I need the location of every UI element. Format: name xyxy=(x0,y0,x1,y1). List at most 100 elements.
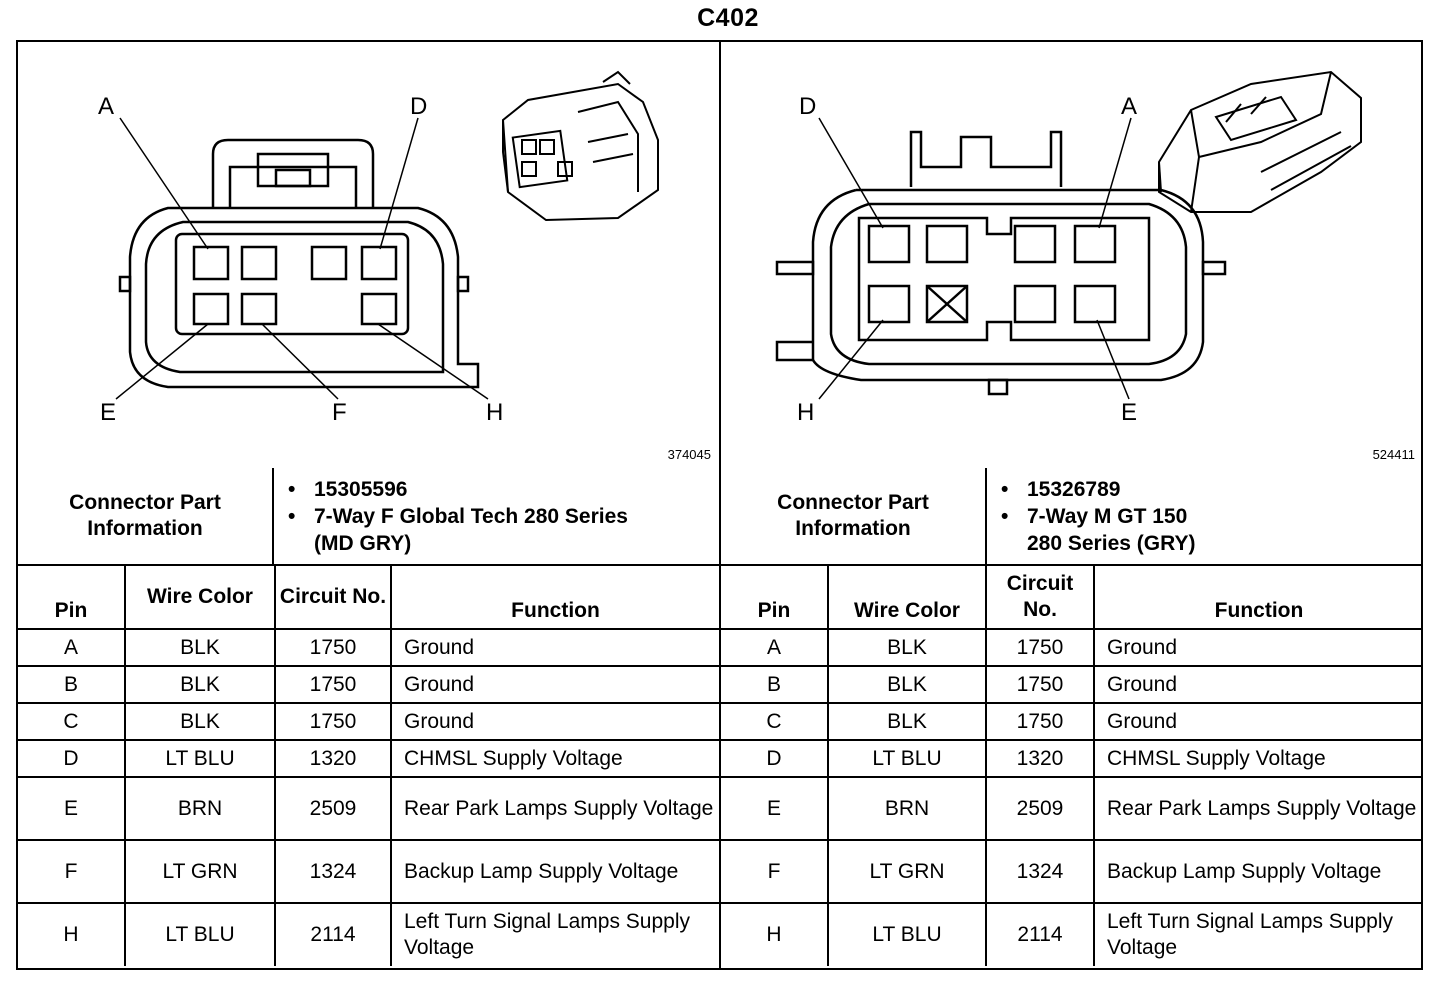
right-pinout-table-block: Connector Part Information •15326789 •7-… xyxy=(721,468,1423,970)
pin-cell: A xyxy=(721,628,829,667)
left-connector-figure: A D E F H 374045 xyxy=(18,42,721,468)
part-description: 7-Way M GT 150 xyxy=(1027,504,1188,528)
wire-color-cell: BLK xyxy=(124,665,276,704)
table-row: C BLK 1750 Ground xyxy=(18,702,719,741)
pin-cell: C xyxy=(721,702,829,741)
function-cell: Left Turn Signal Lamps Supply Voltage xyxy=(1093,902,1423,966)
header-function: Function xyxy=(390,565,719,630)
wire-color-cell: BLK xyxy=(827,628,987,667)
callout-a: A xyxy=(1121,93,1137,120)
wire-color-cell: BLK xyxy=(124,702,276,741)
part-number: 15326789 xyxy=(1027,477,1121,501)
table-row: H LT BLU 2114 Left Turn Signal Lamps Sup… xyxy=(18,902,719,966)
part-info-label: Connector Part Information xyxy=(18,468,274,564)
function-cell: Ground xyxy=(390,628,719,667)
table-row: B BLK 1750 Ground xyxy=(721,665,1423,704)
table-row: H LT BLU 2114 Left Turn Signal Lamps Sup… xyxy=(721,902,1423,966)
part-info-details: •15305596 •7-Way F Global Tech 280 Serie… xyxy=(272,468,719,564)
pin-cell: D xyxy=(18,739,126,778)
callout-e: E xyxy=(1121,399,1137,426)
table-row: B BLK 1750 Ground xyxy=(18,665,719,704)
function-cell: Backup Lamp Supply Voltage xyxy=(1093,839,1423,904)
callout-a: A xyxy=(98,93,114,120)
wire-color-cell: BRN xyxy=(827,776,987,841)
pin-cell: A xyxy=(18,628,126,667)
table-row: D LT BLU 1320 CHMSL Supply Voltage xyxy=(721,739,1423,778)
table-row: F LT GRN 1324 Backup Lamp Supply Voltage xyxy=(18,839,719,904)
wire-color-cell: LT BLU xyxy=(124,902,276,966)
female-connector-iso-sketch xyxy=(501,70,659,222)
table-row: A BLK 1750 Ground xyxy=(18,628,719,667)
circuit-cell: 2114 xyxy=(274,902,392,966)
pin-cell: B xyxy=(721,665,829,704)
circuit-cell: 1750 xyxy=(985,702,1095,741)
table-row: E BRN 2509 Rear Park Lamps Supply Voltag… xyxy=(721,776,1423,841)
wire-color-cell: LT BLU xyxy=(827,902,987,966)
circuit-cell: 2114 xyxy=(985,902,1095,966)
function-cell: CHMSL Supply Voltage xyxy=(1093,739,1423,778)
wire-color-cell: LT GRN xyxy=(827,839,987,904)
table-row: E BRN 2509 Rear Park Lamps Supply Voltag… xyxy=(18,776,719,841)
male-connector-iso-sketch xyxy=(1158,70,1362,213)
function-cell: Rear Park Lamps Supply Voltage xyxy=(390,776,719,841)
function-cell: Left Turn Signal Lamps Supply Voltage xyxy=(390,902,719,966)
female-connector-face-drawing: A D E F H xyxy=(98,70,659,426)
pin-cell: H xyxy=(18,902,126,966)
circuit-cell: 1750 xyxy=(274,665,392,704)
left-pinout-table-block: Connector Part Information •15305596 •7-… xyxy=(18,468,721,970)
header-circuit-no: Circuit No. xyxy=(985,565,1095,630)
male-connector-face-drawing: D A H E xyxy=(775,70,1362,426)
part-description-cont: (MD GRY) xyxy=(314,531,412,555)
function-cell: Ground xyxy=(1093,628,1423,667)
header-pin: Pin xyxy=(18,565,126,630)
circuit-cell: 1324 xyxy=(274,839,392,904)
function-cell: CHMSL Supply Voltage xyxy=(390,739,719,778)
pin-cell: E xyxy=(18,776,126,841)
circuit-cell: 1320 xyxy=(985,739,1095,778)
circuit-cell: 1320 xyxy=(274,739,392,778)
wire-color-cell: BLK xyxy=(827,702,987,741)
header-wire-color: Wire Color xyxy=(827,565,987,630)
function-cell: Ground xyxy=(390,702,719,741)
pin-cell: F xyxy=(721,839,829,904)
callout-d: D xyxy=(799,93,816,120)
circuit-cell: 1750 xyxy=(274,702,392,741)
function-cell: Rear Park Lamps Supply Voltage xyxy=(1093,776,1423,841)
wire-color-cell: BLK xyxy=(827,665,987,704)
circuit-cell: 2509 xyxy=(985,776,1095,841)
part-description: 7-Way F Global Tech 280 Series xyxy=(314,504,628,528)
right-pinout-table: Pin Wire Color Circuit No. Function A BL… xyxy=(721,564,1423,966)
part-info-details: •15326789 •7-Way M GT 150 280 Series (GR… xyxy=(985,468,1423,564)
function-cell: Ground xyxy=(1093,665,1423,704)
right-part-info-table: Connector Part Information •15326789 •7-… xyxy=(721,468,1423,564)
left-part-info-table: Connector Part Information •15305596 •7-… xyxy=(18,468,719,564)
wire-color-cell: BRN xyxy=(124,776,276,841)
figure-id: 524411 xyxy=(1372,447,1415,462)
callout-d: D xyxy=(410,93,427,120)
wire-color-cell: LT BLU xyxy=(124,739,276,778)
pin-cell: F xyxy=(18,839,126,904)
table-row: A BLK 1750 Ground xyxy=(721,628,1423,667)
pin-cell: B xyxy=(18,665,126,704)
part-number: 15305596 xyxy=(314,477,408,501)
function-cell: Backup Lamp Supply Voltage xyxy=(390,839,719,904)
wire-color-cell: LT BLU xyxy=(827,739,987,778)
callout-e: E xyxy=(100,399,116,426)
header-pin: Pin xyxy=(721,565,829,630)
table-row: C BLK 1750 Ground xyxy=(721,702,1423,741)
pin-cell: H xyxy=(721,902,829,966)
pin-cell: D xyxy=(721,739,829,778)
circuit-cell: 1324 xyxy=(985,839,1095,904)
part-description-cont: 280 Series (GRY) xyxy=(1027,531,1196,555)
pin-cell: E xyxy=(721,776,829,841)
connector-sheet: A D E F H 374045 xyxy=(16,40,1423,970)
callout-h: H xyxy=(797,399,814,426)
page-title: C402 xyxy=(697,4,759,32)
header-circuit-no: Circuit No. xyxy=(274,565,392,630)
circuit-cell: 1750 xyxy=(985,665,1095,704)
table-row: F LT GRN 1324 Backup Lamp Supply Voltage xyxy=(721,839,1423,904)
table-row: D LT BLU 1320 CHMSL Supply Voltage xyxy=(18,739,719,778)
circuit-cell: 1750 xyxy=(985,628,1095,667)
header-function: Function xyxy=(1093,565,1423,630)
callout-f: F xyxy=(332,399,347,426)
